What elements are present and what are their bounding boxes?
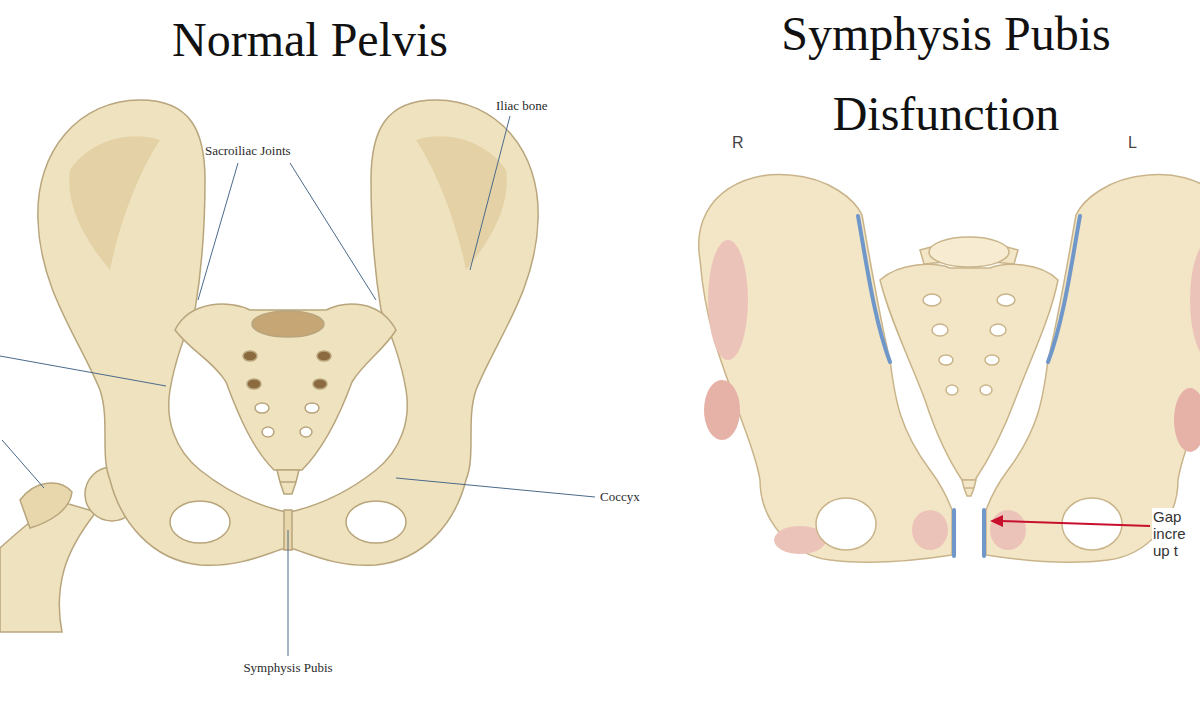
sacral-foramen [313,379,327,389]
sacral-foramen [946,385,958,395]
sacrum [175,304,396,470]
sacral-promontory [252,311,324,337]
sacral-foramen [317,351,331,361]
obturator-foramen [170,501,230,543]
sacral-foramen [990,324,1006,336]
pink-shading [990,510,1026,550]
leader-line [2,440,44,488]
pink-shading [1190,240,1200,360]
arrow-line [1000,521,1150,526]
symphysis-edge [982,510,986,556]
sacral-foramen [300,427,312,437]
sacroiliac-line [1048,216,1080,362]
sacral-foramen [985,355,999,365]
part-label: Coccyx [600,489,640,504]
leader-lines [0,116,595,656]
normal-pelvis [0,100,538,632]
part-label: Symphysis Pubis [237,660,339,676]
leader-line [198,163,238,300]
sacral-foramen [923,294,941,306]
sacral-foramen [932,324,948,336]
sacral-foramen [243,351,257,361]
sacral-foramen [997,294,1015,306]
sacral-foramen [305,403,319,413]
sacral-foramen [247,379,261,389]
pink-shading [1174,388,1200,452]
coccyx-bone [277,470,299,494]
spd-pelvis [699,174,1200,562]
symphysis-edge [952,510,956,556]
sacrum [880,264,1058,480]
sacral-foramen [255,403,269,413]
gap-arrow [990,515,1150,527]
pink-shading [704,380,740,440]
side-marker: R [732,134,744,152]
obturator-foramen [346,501,406,543]
part-label: Sacroiliac Joints [205,143,291,158]
sacral-foramen [939,355,953,365]
sacral-foramen [262,427,274,437]
leader-line [288,530,289,656]
coccyx-bone [962,480,976,496]
joint-lines [858,216,1080,556]
panel-title: Normal Pelvis [100,12,520,68]
leader-line [470,116,510,270]
sacral-foramen [980,385,992,395]
iliac-shading [416,136,507,270]
obturator-foramen [816,498,876,550]
part-label: Iliac bone [496,98,548,113]
leader-line [290,163,376,300]
panel-title: Symphysis Pubis Disfunction [696,0,1196,154]
sacroiliac-line [858,216,890,362]
femur-trochanter [20,483,72,528]
arrow-head [990,515,1003,527]
pink-shading [708,240,748,360]
iliac-shading [69,136,160,270]
vertebral-body [929,237,1009,267]
leader-line [0,356,166,386]
pink-shading [912,510,948,550]
callout-note: Gap incre up t [1152,508,1196,559]
side-marker: L [1128,134,1137,152]
leader-line [396,478,595,497]
